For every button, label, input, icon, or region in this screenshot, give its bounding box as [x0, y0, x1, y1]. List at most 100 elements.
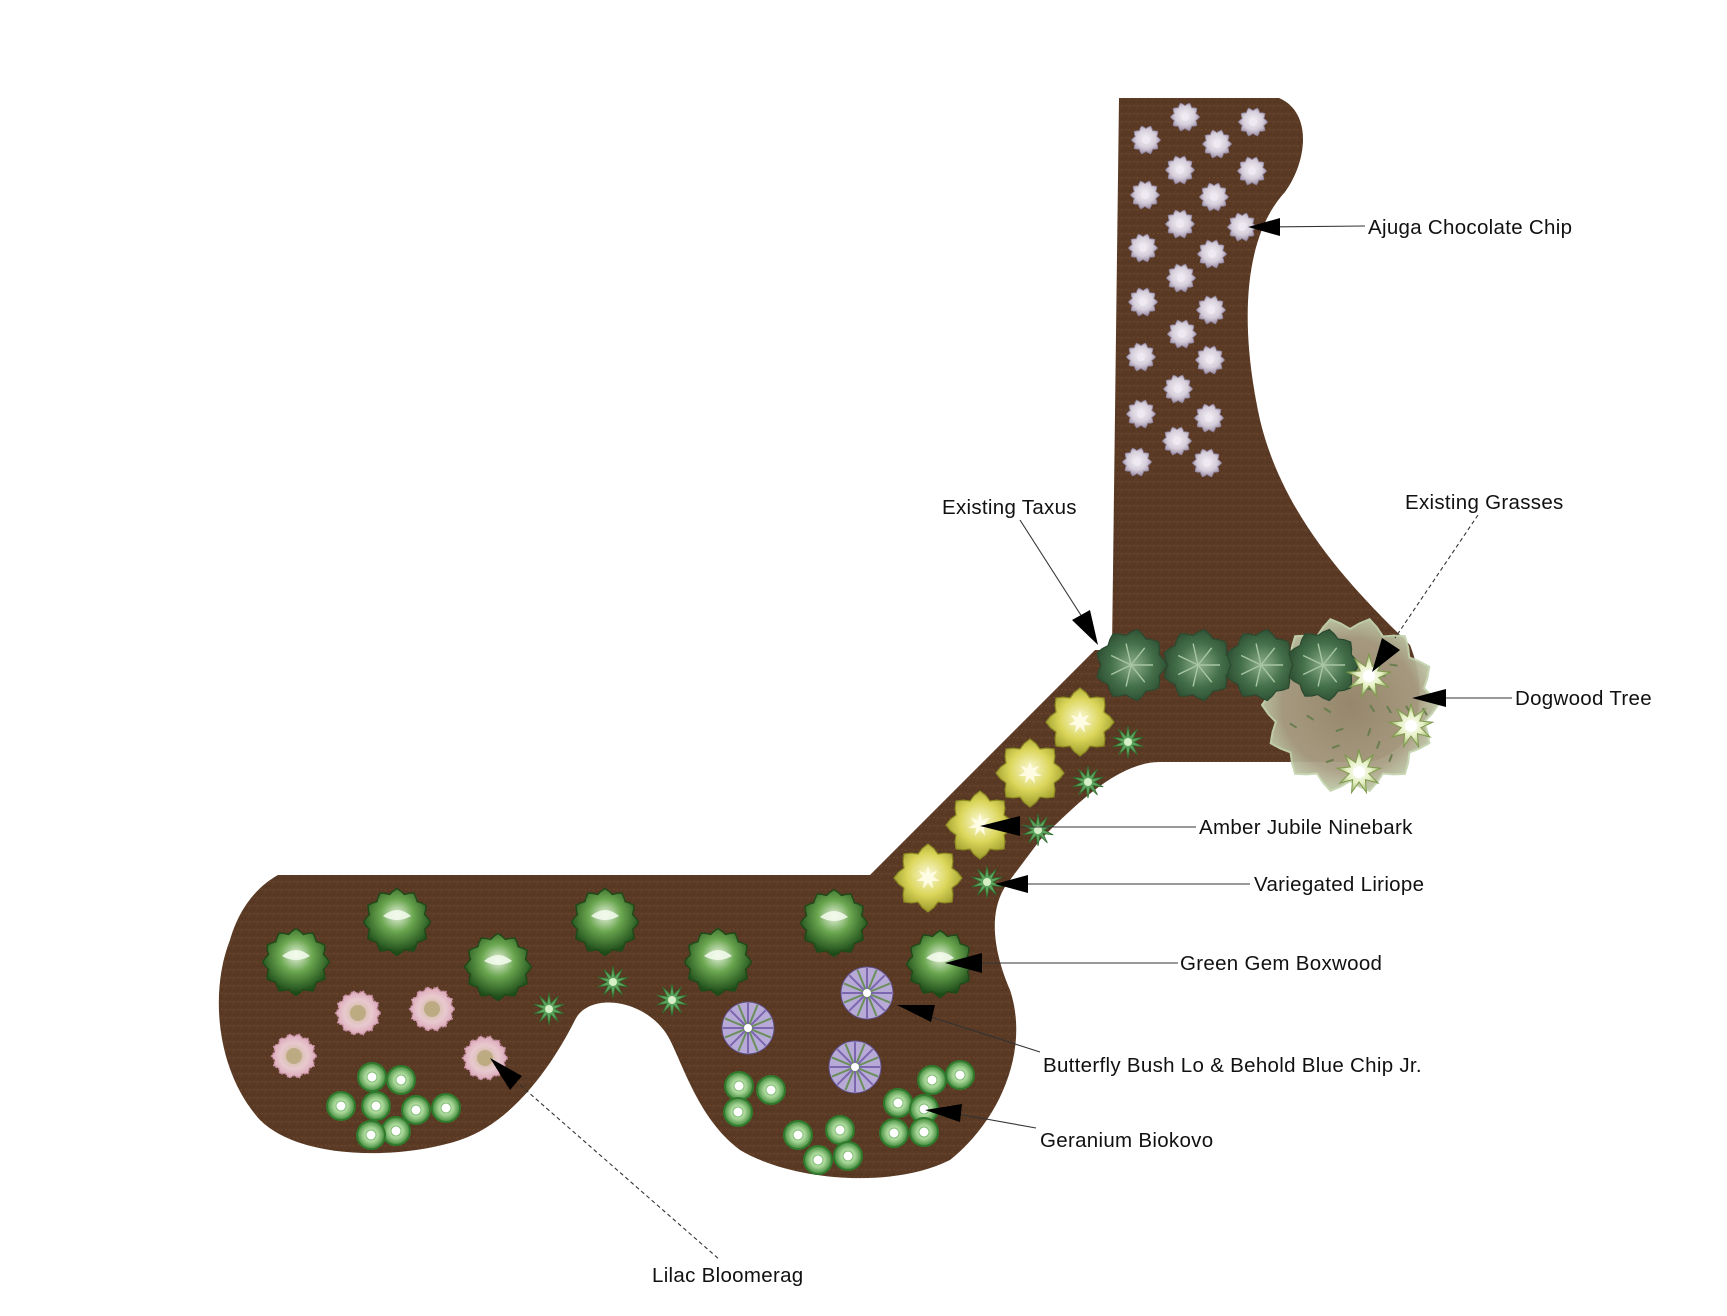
geranium-plant: [803, 1145, 833, 1175]
ajuga-plant: [1196, 239, 1228, 269]
grass-clump: [1387, 702, 1435, 749]
grass-clump: [1335, 748, 1383, 795]
geranium-plant: [361, 1091, 391, 1121]
liriope-plant: [1072, 765, 1104, 799]
geranium-plant: [386, 1065, 416, 1095]
label-dogwood: Dogwood Tree: [1515, 687, 1652, 710]
ajuga-plant: [1237, 107, 1269, 137]
ajuga-plant: [1125, 399, 1157, 429]
label-boxwood: Green Gem Boxwood: [1180, 952, 1382, 975]
liriope-plant: [597, 965, 629, 999]
taxus-shrub: [1163, 628, 1235, 702]
label-grasses: Existing Grasses: [1405, 491, 1564, 514]
leader-lilac: [519, 1084, 721, 1261]
ninebark-shrub: [1045, 687, 1115, 757]
label-ajuga: Ajuga Chocolate Chip: [1368, 216, 1572, 239]
ninebark-shrub: [945, 790, 1015, 860]
geranium-plant: [431, 1093, 461, 1123]
geranium-plant: [756, 1075, 786, 1105]
ajuga-plant: [1127, 233, 1159, 263]
boxwood-shrub: [261, 927, 331, 997]
geranium-plant: [879, 1118, 909, 1148]
label-butterfly: Butterfly Bush Lo & Behold Blue Chip Jr.: [1043, 1054, 1422, 1077]
geranium-plant: [357, 1062, 387, 1092]
arrow-dogwood-icon: [1412, 689, 1446, 707]
ajuga-plant: [1194, 345, 1226, 375]
geranium-plant: [326, 1091, 356, 1121]
leader-taxus: [1019, 519, 1085, 621]
geranium-plant: [909, 1117, 939, 1147]
lilac-shrub: [461, 1035, 509, 1081]
label-liriope: Variegated Liriope: [1254, 873, 1424, 896]
taxus-shrub: [1226, 628, 1298, 702]
ajuga-plant: [1198, 182, 1230, 212]
ajuga-plant: [1164, 155, 1196, 185]
boxwood-shrub: [683, 927, 753, 997]
liriope-plant: [1112, 725, 1144, 759]
geranium-plant: [783, 1120, 813, 1150]
geranium-plant: [723, 1097, 753, 1127]
label-taxus: Existing Taxus: [942, 496, 1077, 519]
ajuga-plant: [1130, 125, 1162, 155]
ninebark-shrub: [995, 738, 1065, 808]
geranium-plant: [381, 1116, 411, 1146]
ajuga-plant: [1195, 295, 1227, 325]
ajuga-plant: [1129, 180, 1161, 210]
ajuga-plant: [1236, 156, 1268, 186]
ajuga-plant: [1127, 287, 1159, 317]
liriope-plant: [533, 992, 565, 1026]
boxwood-shrub: [799, 888, 869, 958]
leader-butterfly: [924, 1014, 1041, 1053]
taxus-shrub: [1288, 628, 1360, 702]
arrow-boxwood-icon: [945, 953, 982, 973]
butterfly-bush: [828, 1040, 882, 1094]
plants-layer: [261, 102, 1440, 1175]
geranium-plant: [945, 1060, 975, 1090]
arrow-butterfly-icon: [897, 1005, 935, 1022]
arrow-lilac-icon: [490, 1058, 522, 1090]
arrow-taxus-icon: [1072, 610, 1098, 645]
ajuga-plant: [1166, 319, 1198, 349]
geranium-plant: [833, 1141, 863, 1171]
ajuga-plant: [1121, 447, 1153, 477]
taxus-shrub: [1096, 628, 1168, 702]
butterfly-bush: [840, 966, 894, 1020]
ajuga-plant: [1162, 374, 1194, 404]
leaders: [490, 218, 1512, 1261]
ajuga-plant: [1161, 426, 1193, 456]
lilac-shrub: [270, 1033, 318, 1079]
liriope-plant: [656, 983, 688, 1017]
label-lilac: Lilac Bloomerag: [652, 1264, 804, 1287]
ajuga-plant: [1191, 448, 1223, 478]
geranium-plant: [401, 1095, 431, 1125]
leader-geranium: [957, 1113, 1037, 1129]
geranium-plant: [724, 1071, 754, 1101]
geranium-plant: [917, 1065, 947, 1095]
ajuga-plant: [1164, 209, 1196, 239]
lilac-shrub: [408, 986, 456, 1032]
labels: Ajuga Chocolate Chip Existing Taxus Exis…: [652, 216, 1652, 1287]
leader-grasses: [1394, 514, 1479, 639]
liriope-plant: [971, 865, 1003, 899]
boxwood-shrub: [463, 932, 533, 1002]
arrow-grasses-icon: [1372, 638, 1400, 672]
boxwood-shrub: [570, 887, 640, 957]
arrow-geranium-icon: [925, 1104, 962, 1122]
arrow-ajuga-icon: [1248, 218, 1280, 236]
ajuga-plant: [1226, 212, 1258, 242]
butterfly-bush: [721, 1001, 775, 1055]
arrow-ninebark-icon: [980, 816, 1020, 836]
boxwood-shrub: [905, 929, 975, 999]
ajuga-plant: [1125, 342, 1157, 372]
label-ninebark: Amber Jubile Ninebark: [1199, 816, 1413, 839]
label-geranium: Geranium Biokovo: [1040, 1129, 1213, 1152]
arrow-liriope-icon: [995, 875, 1028, 893]
geranium-plant: [825, 1115, 855, 1145]
ajuga-plant: [1201, 129, 1233, 159]
ajuga-plant: [1165, 263, 1197, 293]
liriope-plant: [1022, 813, 1054, 847]
geranium-plant: [883, 1088, 913, 1118]
ajuga-plant: [1193, 403, 1225, 433]
ninebark-shrub: [893, 843, 963, 913]
